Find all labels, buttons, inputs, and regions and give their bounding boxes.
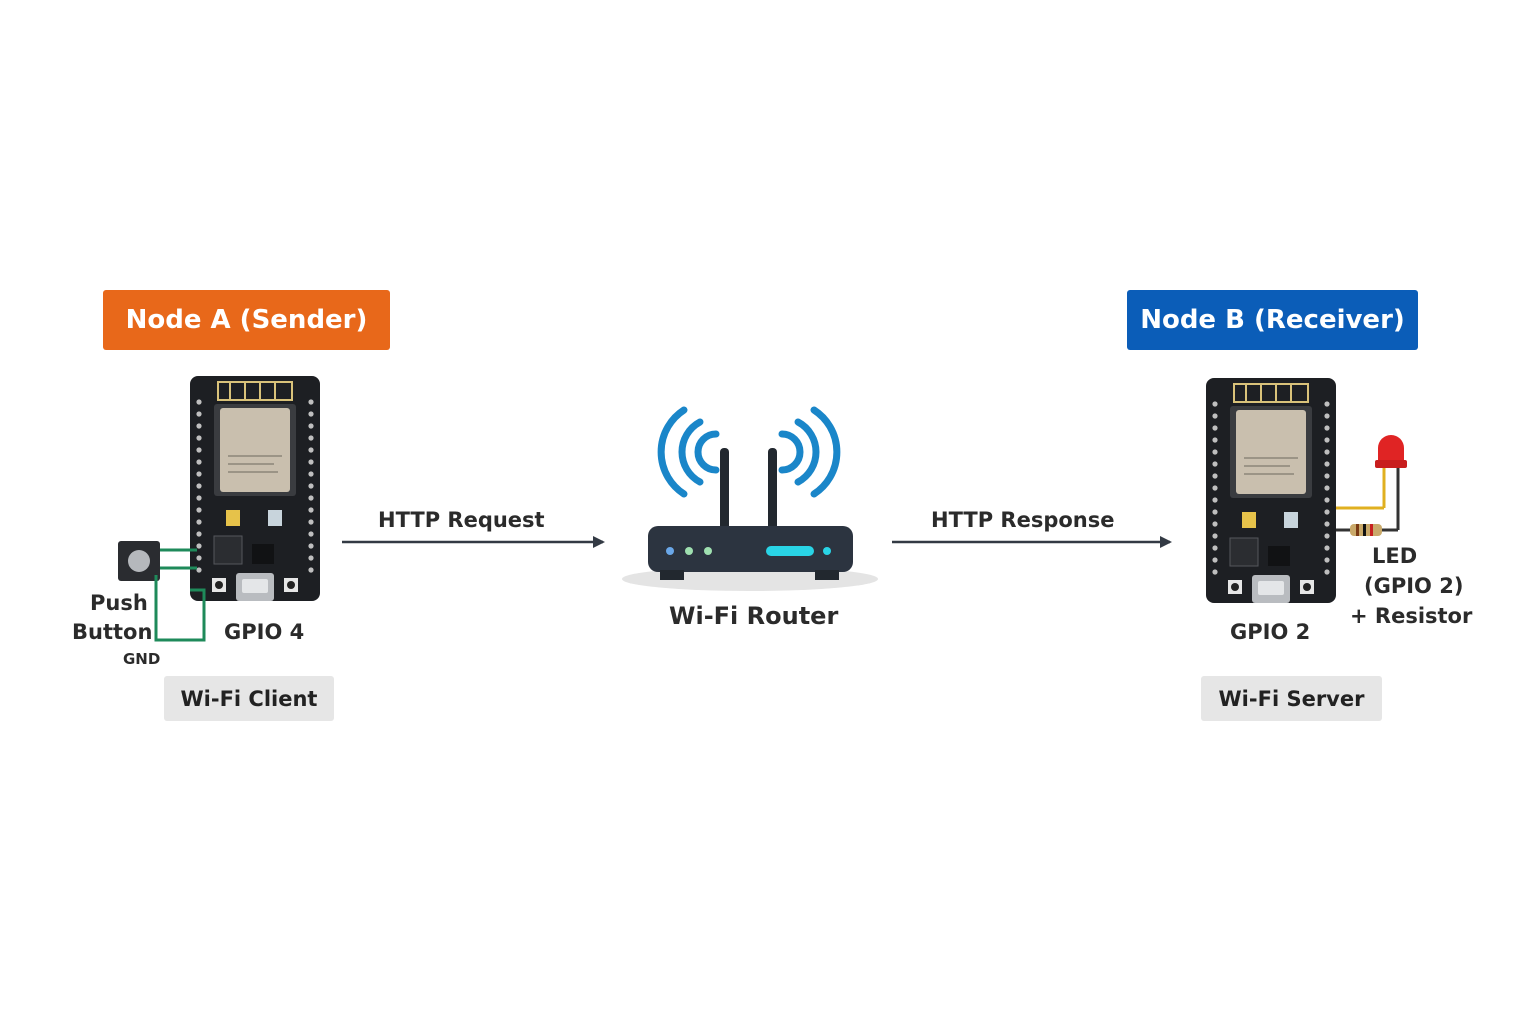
resistor-component — [1350, 524, 1382, 536]
led-component — [1375, 435, 1407, 530]
node-b-title: Node B (Receiver) — [1127, 290, 1418, 350]
router-label: Wi-Fi Router — [669, 602, 839, 630]
led-label-line2: (GPIO 2) — [1364, 574, 1464, 598]
push-button-label-line1: Push — [90, 591, 148, 615]
http-response-label: HTTP Response — [931, 508, 1115, 532]
push-button-component — [118, 541, 160, 581]
led-wires — [1336, 506, 1398, 532]
node-a-role-tag: Wi-Fi Client — [164, 676, 334, 721]
button-wires — [154, 548, 206, 642]
wifi-signal-icon — [657, 406, 841, 498]
node-a-gpio-label: GPIO 4 — [224, 620, 305, 644]
led-label-line3: + Resistor — [1350, 604, 1473, 628]
esp32-board-node-b — [1205, 377, 1337, 604]
node-b-gpio-label: GPIO 2 — [1230, 620, 1311, 644]
led-label-line1: LED — [1372, 544, 1418, 568]
gnd-label: GND — [123, 650, 161, 668]
node-a-title: Node A (Sender) — [103, 290, 390, 350]
node-b-role-tag: Wi-Fi Server — [1201, 676, 1382, 721]
push-button-label-line2: Button — [72, 620, 153, 644]
router-device — [622, 448, 878, 591]
http-request-label: HTTP Request — [378, 508, 545, 532]
esp32-board-node-a — [189, 375, 321, 602]
